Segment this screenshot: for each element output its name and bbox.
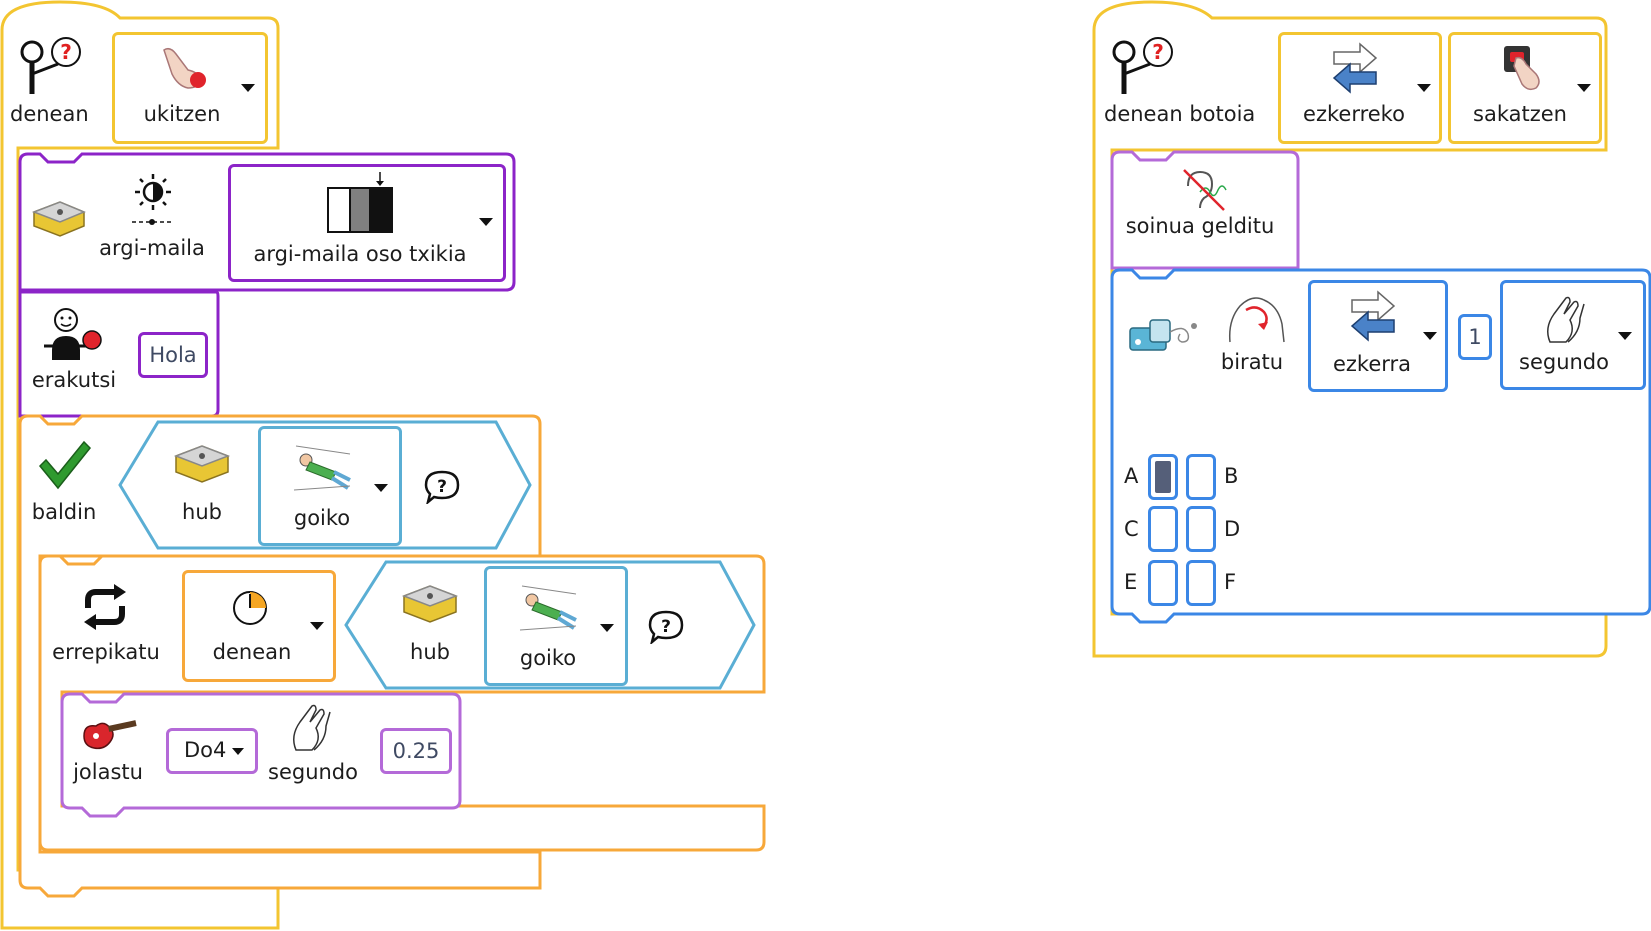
chevron-down-icon xyxy=(310,622,324,630)
repeat-mode-option: denean xyxy=(212,640,292,664)
if-orientation-option: goiko xyxy=(293,506,351,530)
port-label-c: C xyxy=(1124,517,1139,541)
light-level-option: argi-maila oso txikia xyxy=(253,242,467,266)
check-icon xyxy=(38,440,92,490)
finger-touch-icon xyxy=(163,47,206,89)
stop-sound-label: soinua gelditu xyxy=(1125,214,1275,238)
light-level-label: argi-maila xyxy=(99,236,205,260)
if-label: baldin xyxy=(31,500,97,524)
hub-icon xyxy=(401,585,459,623)
when-icon: ? xyxy=(20,37,81,94)
port-c-toggle[interactable] xyxy=(1148,506,1178,552)
port-label-e: E xyxy=(1124,570,1138,594)
port-label-f: F xyxy=(1224,570,1237,594)
display-person-icon xyxy=(44,308,102,360)
svg-text:?: ? xyxy=(60,40,72,64)
unit-option: segundo xyxy=(1519,350,1609,374)
repeat-label: errepikatu xyxy=(52,640,160,664)
grayscale-icon xyxy=(327,172,393,233)
hub-icon xyxy=(31,201,86,237)
question-bubble-icon: ? xyxy=(648,610,684,644)
play-unit-label: segundo xyxy=(268,760,358,784)
repeat-hub-label: hub xyxy=(410,640,450,664)
turn-label: biratu xyxy=(1220,350,1284,374)
port-a-toggle[interactable] xyxy=(1148,454,1178,500)
question-bubble-icon: ? xyxy=(424,470,460,504)
timer-icon xyxy=(233,591,267,625)
brightness-icon xyxy=(132,174,174,225)
hub-icon xyxy=(173,445,231,483)
if-hub-label: hub xyxy=(182,500,222,524)
svg-text:?: ? xyxy=(437,477,447,497)
left-arrow-icon xyxy=(1332,42,1378,94)
show-text-input[interactable]: Hola xyxy=(138,332,208,378)
port-d-toggle[interactable] xyxy=(1186,506,1216,552)
when-label: denean xyxy=(10,102,89,126)
chevron-down-icon xyxy=(1417,84,1431,92)
when-button-label: denean botoia xyxy=(1104,102,1256,126)
clapping-hands-icon xyxy=(1547,296,1585,343)
play-note-block[interactable] xyxy=(60,692,462,818)
button-action-option: sakatzen xyxy=(1473,102,1567,126)
lying-figure-icon xyxy=(293,445,351,491)
port-b-toggle[interactable] xyxy=(1186,454,1216,500)
svg-text:?: ? xyxy=(661,617,671,637)
chevron-down-icon xyxy=(1423,332,1437,340)
port-label-a: A xyxy=(1124,464,1139,488)
loop-icon xyxy=(84,584,126,630)
note-option: Do4 xyxy=(184,738,227,762)
press-button-icon xyxy=(1504,46,1540,91)
button-side-option: ezkerreko xyxy=(1303,102,1405,126)
motor-icon xyxy=(1129,319,1197,351)
when-icon: ? xyxy=(1112,37,1173,94)
guitar-icon xyxy=(83,720,137,750)
amount-input[interactable]: 1 xyxy=(1458,314,1492,360)
chevron-down-icon xyxy=(232,748,244,755)
port-f-toggle[interactable] xyxy=(1186,560,1216,606)
lying-figure-icon xyxy=(519,585,577,631)
svg-text:?: ? xyxy=(1152,40,1164,64)
stop-sound-block[interactable] xyxy=(1110,150,1300,270)
touch-option: ukitzen xyxy=(143,102,221,126)
duration-input[interactable]: 0.25 xyxy=(380,728,452,774)
chevron-down-icon xyxy=(374,484,388,492)
play-label: jolastu xyxy=(73,760,143,784)
direction-option: ezkerra xyxy=(1332,352,1412,376)
port-label-b: B xyxy=(1224,464,1239,488)
port-label-d: D xyxy=(1224,517,1241,541)
chevron-down-icon xyxy=(479,218,493,226)
clapping-hands-icon xyxy=(293,704,331,751)
button-action-dropdown[interactable] xyxy=(1448,32,1602,144)
port-e-toggle[interactable] xyxy=(1148,560,1178,606)
chevron-down-icon xyxy=(1618,332,1632,340)
chevron-down-icon xyxy=(1577,84,1591,92)
rotate-arm-icon xyxy=(1228,297,1285,343)
repeat-orientation-option: goiko xyxy=(519,646,577,670)
chevron-down-icon xyxy=(600,624,614,632)
no-sound-icon xyxy=(1183,169,1227,211)
left-arrow-icon xyxy=(1350,290,1396,342)
show-label: erakutsi xyxy=(31,368,117,392)
chevron-down-icon xyxy=(241,84,255,92)
